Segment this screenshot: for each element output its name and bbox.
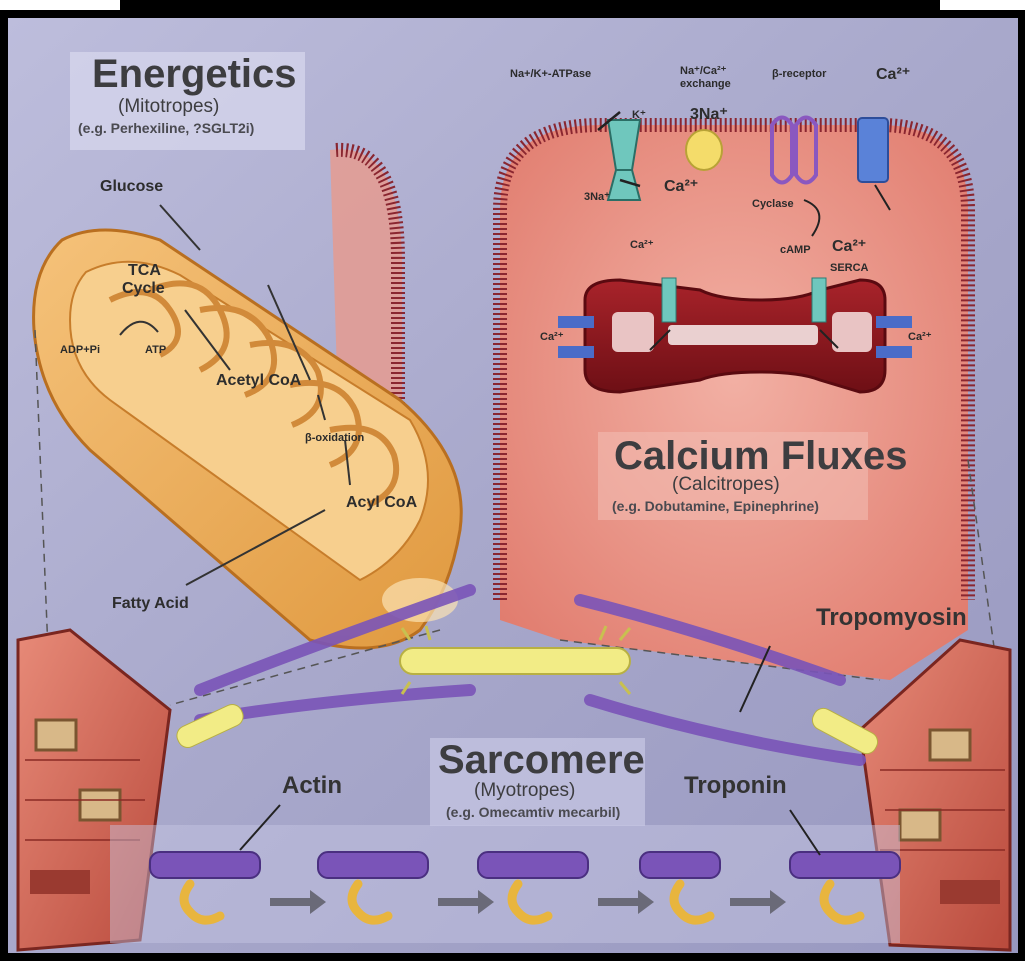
ca-serca-label: Ca²⁺: [832, 236, 866, 256]
sarcomere-title: Sarcomere: [438, 738, 645, 783]
k-ion-label: K⁺: [632, 108, 646, 121]
na-out-label: 3Na⁺: [584, 190, 610, 203]
actin-segment: [640, 852, 720, 878]
glucose-label: Glucose: [100, 178, 163, 196]
atpase-label: Na+/K+-ATPase: [510, 68, 591, 80]
sarcomere-examples: (e.g. Omecamtiv mecarbil): [446, 804, 620, 820]
adp-label: ADP+Pi: [60, 344, 100, 356]
actin-segment: [150, 852, 260, 878]
beta-oxidation-label: β-oxidation: [305, 432, 364, 444]
calcium-subtitle: (Calcitropes): [672, 474, 780, 496]
camp-label: cAMP: [780, 244, 811, 256]
actin-segment: [318, 852, 428, 878]
energetics-title: Energetics: [92, 52, 297, 97]
troponin-label: Troponin: [684, 772, 787, 800]
ca-right-label: Ca²⁺: [908, 330, 932, 343]
actin-segment: [478, 852, 588, 878]
energetics-subtitle: (Mitotropes): [118, 96, 219, 118]
calcium-title: Calcium Fluxes: [614, 434, 907, 479]
ca-channel-label: Ca²⁺: [876, 64, 910, 84]
tca-label: TCA: [128, 262, 161, 280]
actin-label: Actin: [282, 772, 342, 800]
acyl-coa-label: Acyl CoA: [346, 494, 417, 512]
cyclase-label: Cyclase: [752, 198, 794, 210]
ca-left-label: Ca²⁺: [540, 330, 564, 343]
calcium-examples: (e.g. Dobutamine, Epinephrine): [612, 498, 819, 514]
tropomyosin-label: Tropomyosin: [816, 604, 967, 632]
exchanger-label-2: exchange: [680, 78, 731, 90]
energetics-examples: (e.g. Perhexiline, ?SGLT2i): [78, 120, 254, 136]
atp-label: ATP: [145, 344, 166, 356]
ca-ryr-label: Ca²⁺: [630, 238, 654, 251]
actin-segment: [790, 852, 900, 878]
na-in-label: 3Na⁺: [690, 104, 728, 124]
cycle-label: Cycle: [122, 280, 165, 298]
sarcomere-subtitle: (Myotropes): [474, 780, 575, 802]
fatty-acid-label: Fatty Acid: [112, 595, 189, 613]
acetyl-coa-label: Acetyl CoA: [216, 372, 301, 390]
exchanger-label-1: Na⁺/Ca²⁺: [680, 64, 726, 77]
ca-exchange-label: Ca²⁺: [664, 176, 698, 196]
beta-receptor-label: β-receptor: [772, 68, 826, 80]
serca-label: SERCA: [830, 262, 869, 274]
